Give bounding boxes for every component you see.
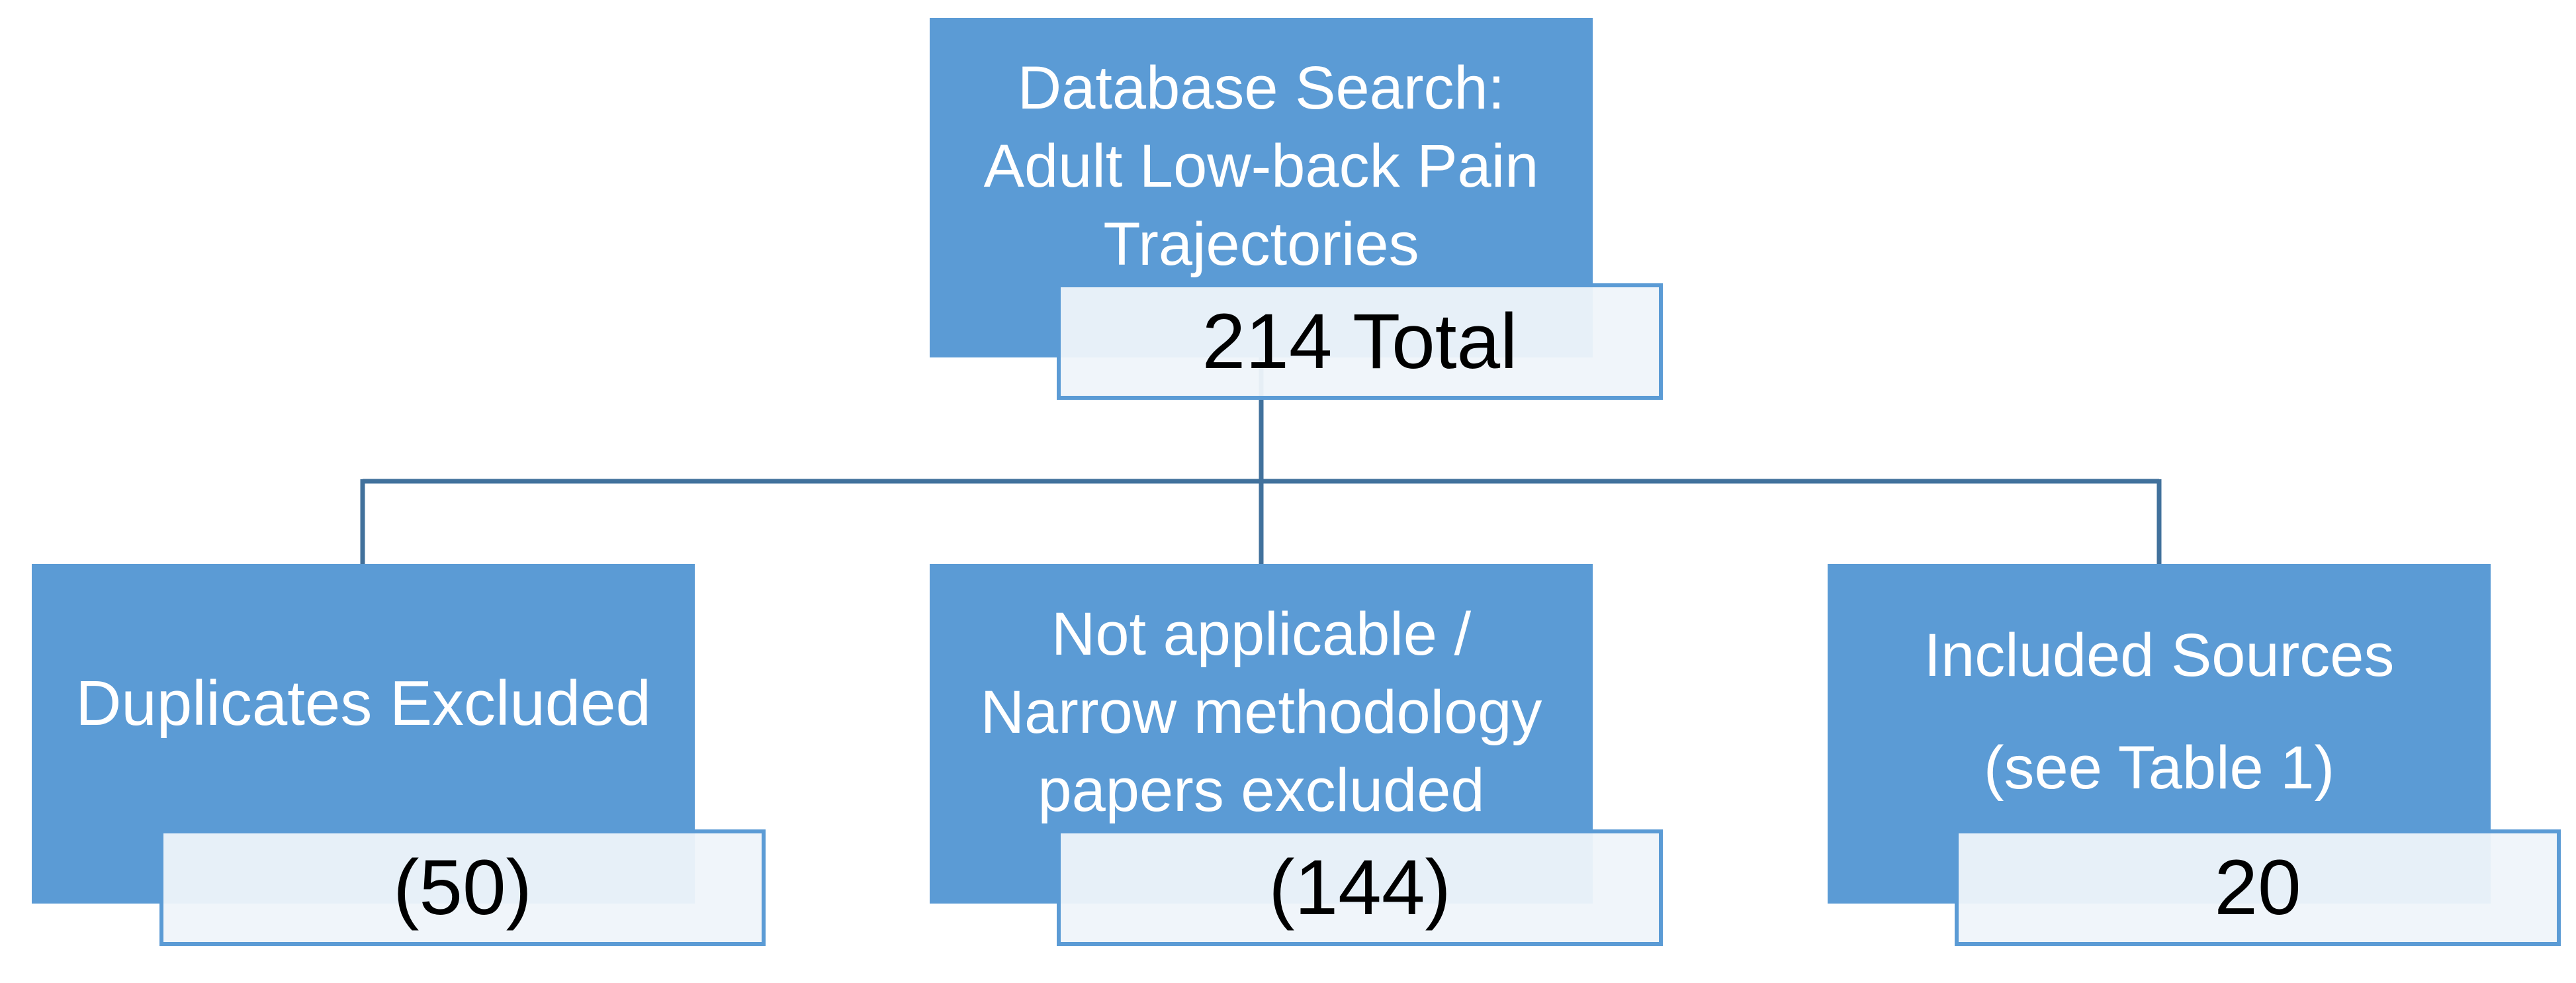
not-applicable-count-box: (144)	[1057, 829, 1663, 946]
total-count-value: 214 Total	[1202, 298, 1518, 385]
duplicates-excluded-label: Duplicates Excluded	[75, 668, 651, 739]
duplicates-count-value: (50)	[393, 844, 532, 931]
total-count-box: 214 Total	[1057, 283, 1663, 400]
included-sources-label-line-2: (see Table 1)	[1983, 733, 2335, 802]
included-count-value: 20	[2214, 844, 2301, 931]
not-applicable-label-line-2: Narrow methodology	[980, 678, 1542, 746]
not-applicable-label-line-1: Not applicable /	[1051, 600, 1472, 668]
included-sources-label-line-1: Included Sources	[1924, 622, 2395, 689]
database-search-box: Database Search: Adult Low-back Pain Tra…	[930, 18, 1593, 357]
not-applicable-count-value: (144)	[1268, 844, 1451, 931]
duplicates-count-box: (50)	[159, 829, 766, 946]
database-search-label-line-3: Trajectories	[1103, 210, 1419, 278]
database-search-label-line-1: Database Search:	[1017, 54, 1505, 122]
not-applicable-label-line-3: papers excluded	[1038, 756, 1485, 824]
database-search-label-line-2: Adult Low-back Pain	[983, 132, 1539, 200]
included-count-box: 20	[1955, 829, 2561, 946]
